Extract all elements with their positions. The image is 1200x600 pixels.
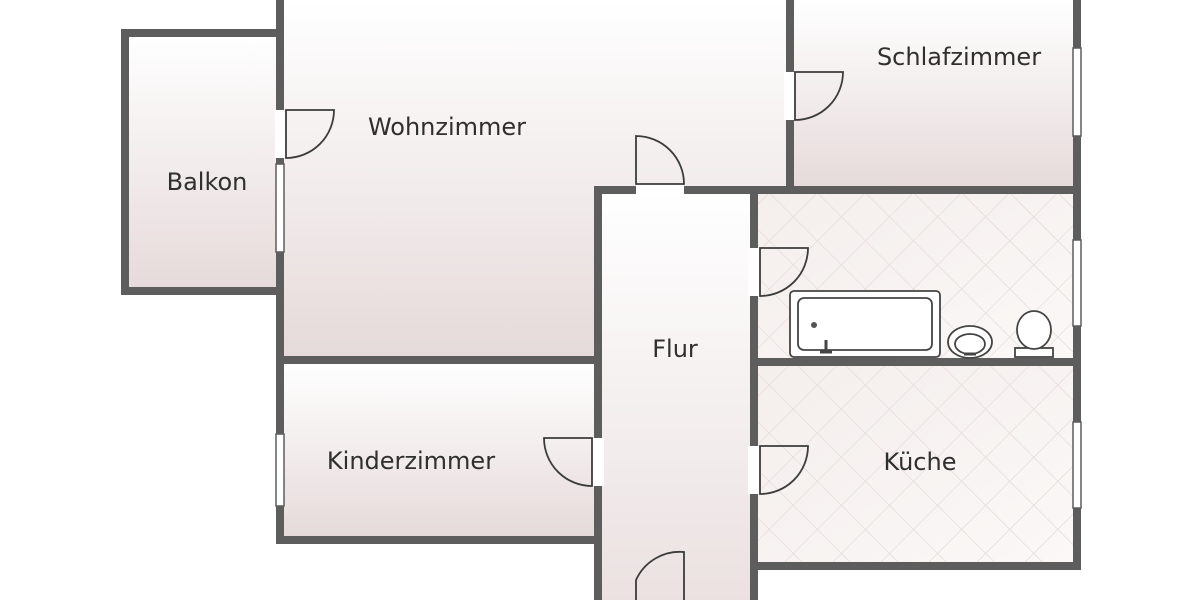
door-kinderzimmer — [543, 437, 593, 487]
room-kueche-tiles — [754, 362, 1077, 566]
toilet-bowl — [1016, 310, 1052, 350]
bathtub-drain — [811, 322, 817, 328]
window-bad — [1072, 239, 1082, 327]
label-flur: Flur — [652, 335, 698, 363]
windows — [275, 47, 1082, 509]
label-wohnzimmer: Wohnzimmer — [368, 113, 526, 141]
bathtub-tap — [820, 340, 832, 354]
window-balkon — [275, 163, 285, 253]
door-bad — [759, 247, 809, 297]
window-kinderzimmer — [275, 433, 285, 507]
room-schlafzimmer-fill — [788, 0, 1077, 190]
doors — [275, 71, 844, 600]
room-flur-fill — [598, 190, 754, 600]
door-kueche — [759, 445, 809, 495]
label-balkon: Balkon — [167, 168, 248, 196]
label-schlafzimmer: Schlafzimmer — [877, 43, 1041, 71]
door-entrance — [635, 550, 685, 600]
sink-basin — [954, 333, 986, 355]
window-schlafzimmer — [1072, 47, 1082, 137]
door-schlafzimmer — [794, 71, 844, 121]
room-balkon-fill — [125, 33, 280, 291]
door-wohnzimmer — [635, 135, 685, 185]
label-kinderzimmer: Kinderzimmer — [327, 447, 495, 475]
door-balkon — [285, 109, 335, 159]
window-kueche — [1072, 421, 1082, 509]
label-kueche: Küche — [884, 448, 957, 476]
bathtub-inner — [797, 297, 933, 351]
bathroom-fixtures — [789, 290, 1054, 359]
